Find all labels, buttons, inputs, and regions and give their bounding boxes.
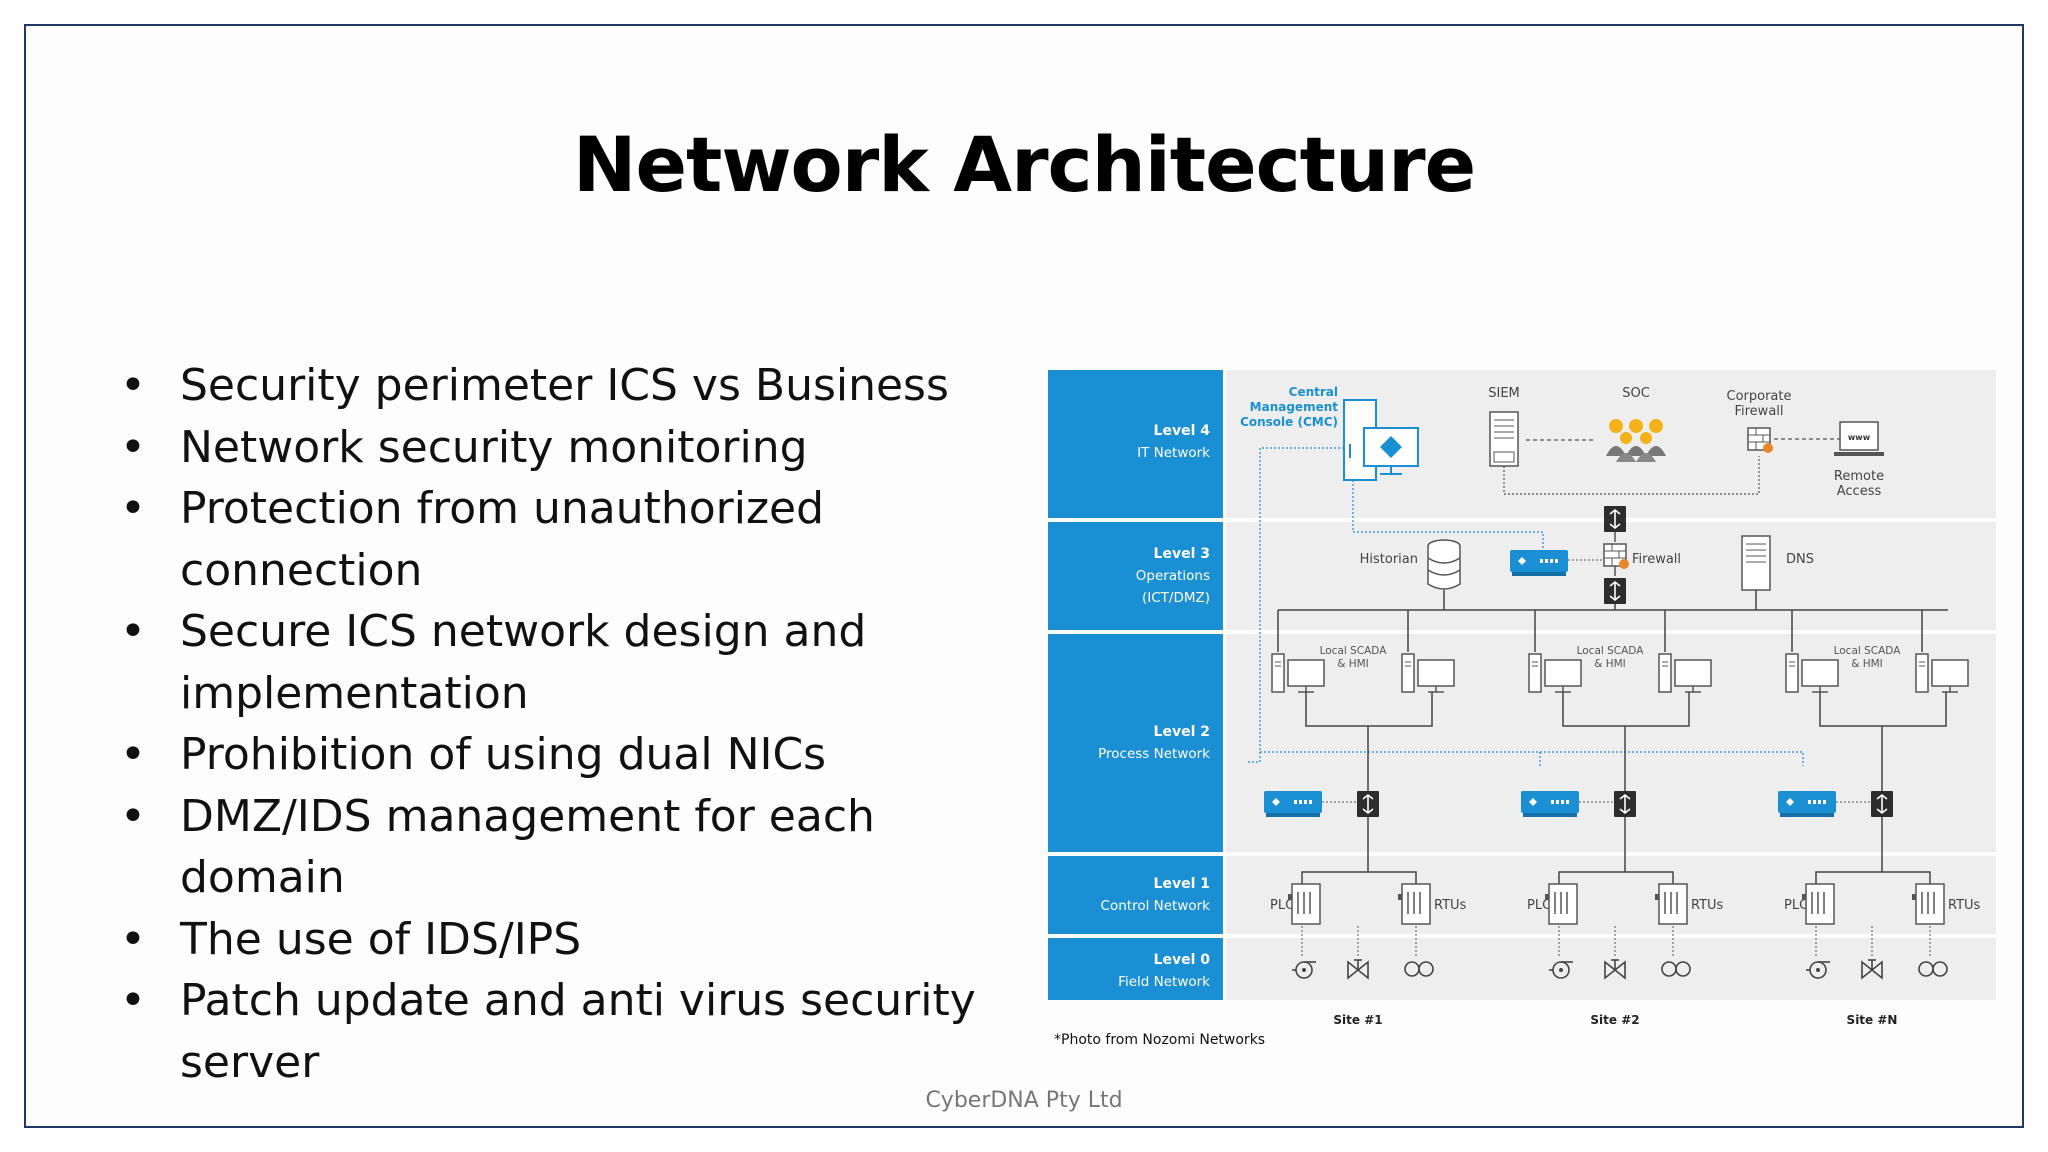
siem-icon [1489,411,1519,467]
bullet-item: Network security monitoring [120,417,1020,479]
dns-label: DNS [1786,552,1814,567]
site-label: Site #2 [1590,1013,1639,1027]
plc-icon [1544,883,1578,925]
level-0-sub: Field Network [1118,974,1210,990]
slide-title: Network Architecture [572,120,1476,209]
core-switch-top [1603,505,1627,533]
scada-workstation-icon [1785,653,1839,693]
dns-server-icon [1741,535,1771,591]
siem-label: SIEM [1488,386,1520,401]
rtus-label: RTUs [1691,898,1724,913]
level-4-title: Level 4 [1154,423,1211,439]
scada-workstation-icon [1271,653,1325,693]
level-2-title: Level 2 [1154,724,1210,740]
historian-label: Historian [1360,552,1418,567]
remote-access-label: Remote [1834,469,1884,484]
site-label: Site #1 [1333,1013,1382,1027]
bullet-item: Protection from unauthorized connection [120,478,1020,601]
level-3-sub: (ICT/DMZ) [1142,590,1210,606]
slide-footer: CyberDNA Pty Ltd [925,1088,1123,1113]
bullet-item: Prohibition of using dual NICs [120,724,1020,786]
bullet-item: Secure ICS network design and implementa… [120,601,1020,724]
level-3-title: Level 3 [1154,546,1210,562]
firewall-icon [1603,543,1629,569]
site-n: Local SCADA & HMI PLCs RTUs Site #N [1778,610,1981,1027]
site-label: Site #N [1847,1013,1898,1027]
local-scada-label: Local SCADA [1834,645,1902,657]
bullet-list: Security perimeter ICS vs Business Netwo… [120,355,1020,1093]
ids-probe-site [1264,791,1322,817]
local-scada-label: & HMI [1337,658,1369,670]
bullet-item: The use of IDS/IPS [120,909,1020,971]
cmc-icon [1343,399,1419,481]
www-label: www [1848,433,1871,442]
rtu-icon [1911,883,1945,925]
level-3-band: Level 3 Operations (ICT/DMZ) [1048,522,1996,630]
historian-database-icon [1427,539,1461,590]
hmi-workstation-icon [1658,653,1712,693]
site-2: Local SCADA & HMI PLCs RTUs Site #2 [1521,610,1724,1027]
ids-probe-site [1521,791,1579,817]
photo-credit: *Photo from Nozomi Networks [1054,1032,1265,1048]
ids-probe-site [1778,791,1836,817]
plc-icon [1801,883,1835,925]
cmc-label: Central [1289,385,1338,399]
bullet-item: Patch update and anti virus security ser… [120,970,1020,1093]
soc-team-icon [1606,419,1666,462]
plc-icon [1287,883,1321,925]
site-1: Local SCADA & HMI PLCs RTUs Site #1 [1264,610,1467,1027]
rtus-label: RTUs [1434,898,1467,913]
firewall-label: Firewall [1632,552,1681,567]
rtus-label: RTUs [1948,898,1981,913]
local-scada-label: Local SCADA [1320,645,1388,657]
level-4-sub: IT Network [1137,445,1210,461]
network-architecture-diagram: Level 4 IT Network Level 3 Operations (I… [1048,370,1996,1048]
bullet-item: Security perimeter ICS vs Business [120,355,1020,417]
cmc-label: Console (CMC) [1240,415,1338,429]
site-switch [1613,790,1637,818]
hmi-workstation-icon [1915,653,1969,693]
level-0-band: Level 0 Field Network [1048,938,1996,1000]
ids-probe-l3 [1510,550,1568,576]
remote-access-icon: www [1834,421,1884,456]
level-1-title: Level 1 [1154,876,1210,892]
rtu-icon [1397,883,1431,925]
soc-label: SOC [1622,386,1650,401]
level-1-band: Level 1 Control Network [1048,856,1996,934]
remote-access-label: Access [1837,484,1882,499]
site-switch [1356,790,1380,818]
level-2-sub: Process Network [1098,746,1210,762]
scada-workstation-icon [1528,653,1582,693]
local-scada-label: & HMI [1851,658,1883,670]
cmc-label: Management [1250,400,1339,414]
corporate-firewall-label: Corporate [1727,389,1792,404]
local-scada-label: & HMI [1594,658,1626,670]
level-1-sub: Control Network [1101,898,1211,914]
local-scada-label: Local SCADA [1577,645,1645,657]
site-switch [1870,790,1894,818]
corporate-firewall-icon [1747,427,1773,453]
corporate-firewall-label: Firewall [1734,404,1783,419]
bullet-item: DMZ/IDS management for each domain [120,786,1020,909]
hmi-workstation-icon [1401,653,1455,693]
core-switch-bottom [1603,577,1627,605]
rtu-icon [1654,883,1688,925]
level-3-sub: Operations [1136,568,1210,584]
level-2-band: Level 2 Process Network [1048,634,1996,852]
level-0-title: Level 0 [1154,952,1211,968]
